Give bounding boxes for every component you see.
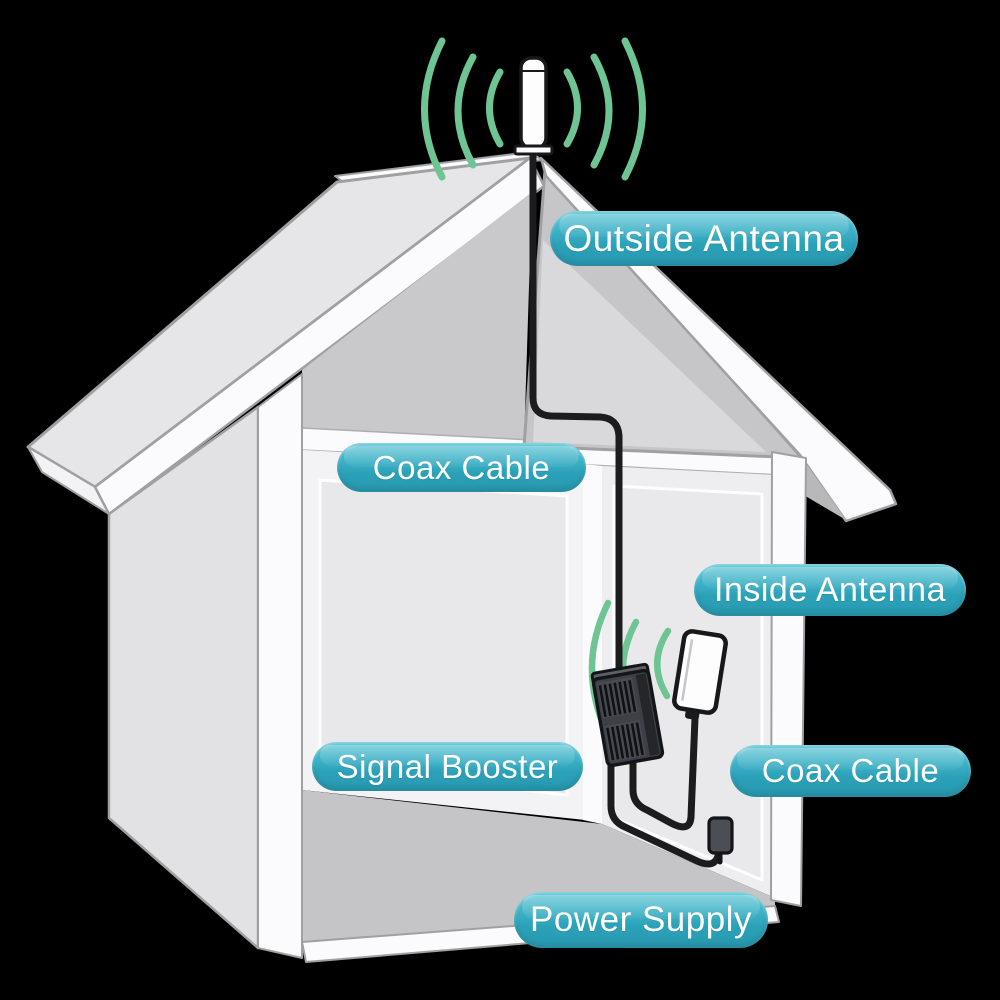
label-signal-booster: Signal Booster	[312, 742, 583, 791]
signal-wave-icon	[454, 53, 477, 169]
label-power-supply: Power Supply	[514, 892, 768, 948]
booster-side-shade	[635, 673, 660, 756]
signal-wave-icon	[486, 68, 504, 148]
cables	[529, 146, 723, 868]
outside-antenna-base	[513, 144, 554, 156]
antenna-signal-waves	[421, 37, 646, 181]
power-cable-line	[607, 754, 723, 868]
inside-antenna-device	[672, 629, 728, 720]
signal-wave-icon	[563, 68, 581, 148]
front-right-corner-trim	[770, 451, 807, 907]
front-left-corner-trim	[257, 373, 303, 959]
booster-fins-lower	[606, 722, 644, 761]
label-coax-cable-indoor: Coax Cable	[730, 745, 971, 797]
label-inside-antenna: Inside Antenna	[694, 564, 966, 616]
signal-booster-device	[590, 662, 665, 768]
signal-wave-icon	[621, 37, 646, 181]
booster-mid-band	[602, 712, 640, 727]
signal-wave-icon	[654, 627, 672, 700]
label-outside-antenna: Outside Antenna	[550, 211, 858, 266]
house	[26, 151, 898, 963]
signal-wave-icon	[421, 37, 446, 181]
inside-antenna-panel	[672, 629, 728, 715]
power-supply-body	[707, 816, 734, 855]
coax-cable-outdoor-line	[529, 146, 623, 680]
inside-antenna-edge-line	[681, 639, 694, 701]
outside-antenna-device	[513, 56, 554, 156]
signal-wave-icon	[590, 53, 613, 169]
overhang-shadow	[802, 458, 846, 520]
coax-cable-indoor-line	[629, 714, 699, 831]
booster-fins-upper	[598, 679, 637, 718]
interior-roof-underside	[302, 192, 532, 444]
label-coax-cable-outdoor: Coax Cable	[337, 443, 586, 492]
gable-inset-panel	[533, 240, 766, 452]
power-supply-device	[707, 816, 734, 865]
